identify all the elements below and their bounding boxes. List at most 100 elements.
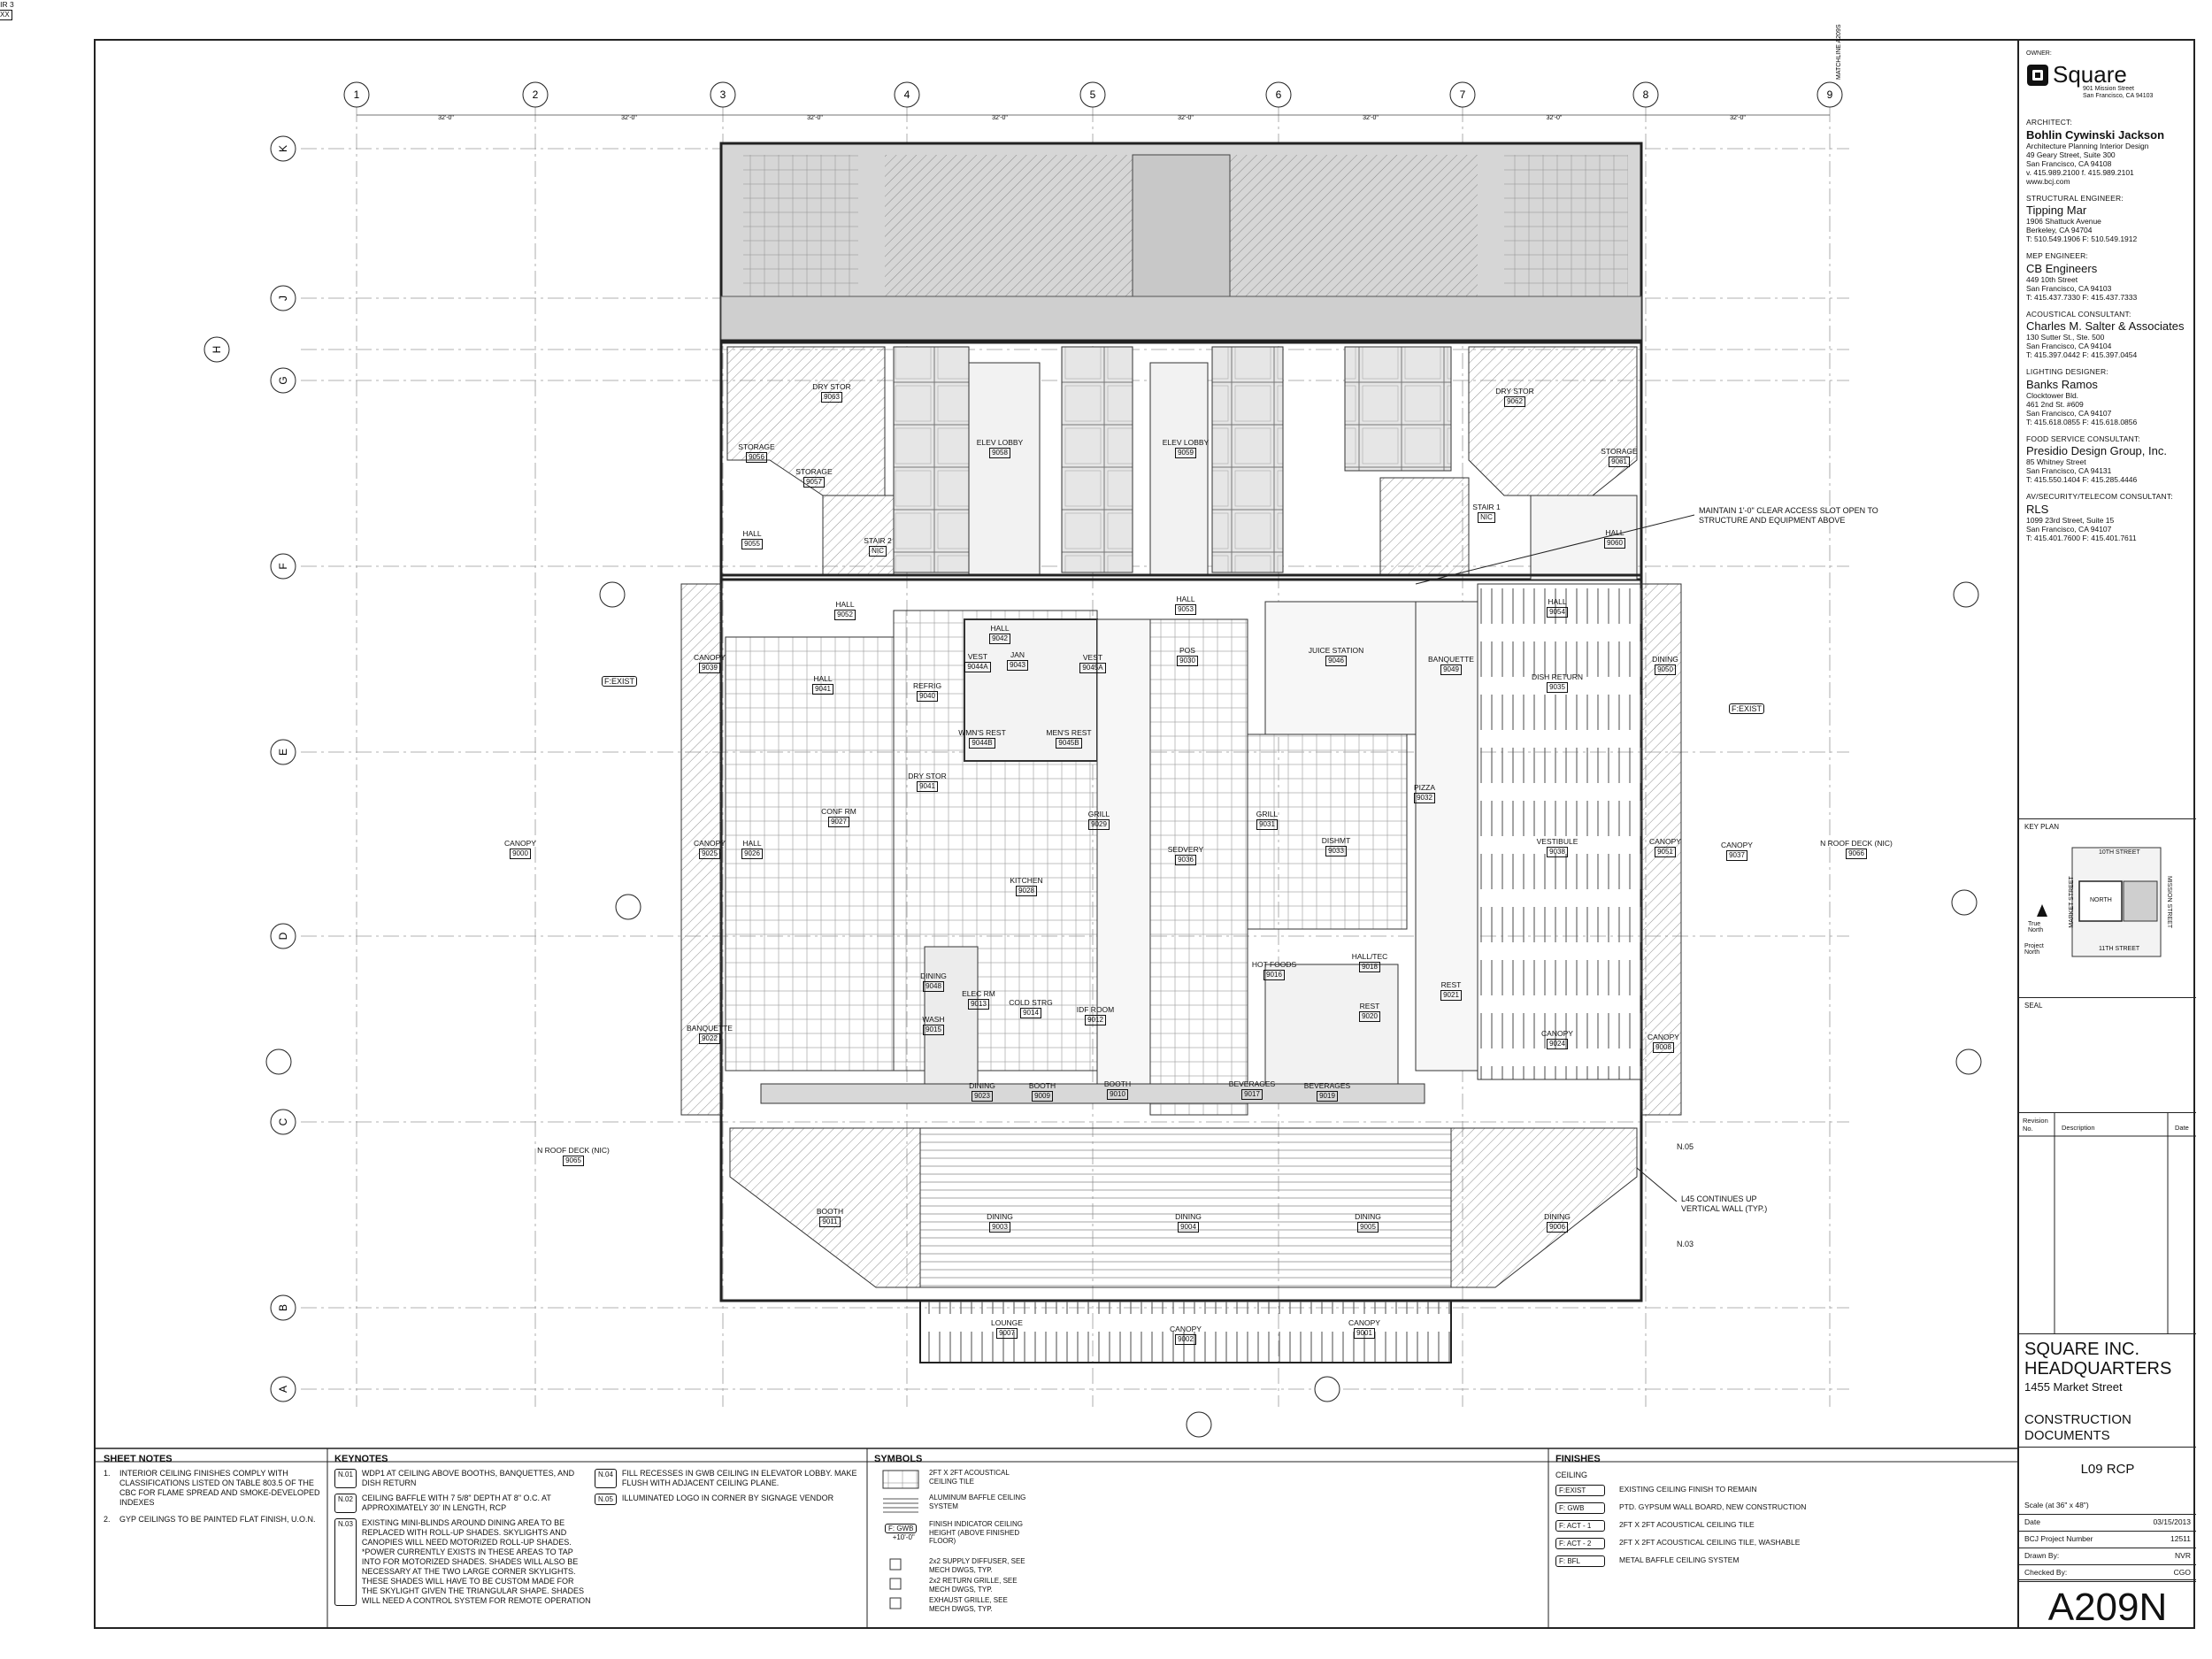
finishes-subtitle: CEILING — [1555, 1471, 1588, 1479]
room-name: ELEV LOBBY — [1162, 438, 1210, 447]
room-name: REST — [1440, 980, 1462, 989]
grid-bubble — [1632, 81, 1659, 108]
finish-tag: F: ACT - 1 — [1555, 1520, 1605, 1532]
consultant-detail: San Francisco, CA 94104 — [2026, 342, 2112, 350]
room-number: 9020 — [1359, 1011, 1380, 1022]
room-number: 9011 — [819, 1217, 841, 1227]
consultant-detail: T: 415.397.0442 F: 415.397.0454 — [2026, 350, 2138, 359]
key-plan: KEY PLAN 10TH STREET 11TH STREET MARKET … — [2019, 818, 2196, 996]
room-name: STORAGE — [795, 467, 833, 476]
consultant-detail: 1906 Shattuck Avenue — [2026, 217, 2101, 226]
grid-bubble — [270, 367, 296, 394]
finish-text: 2FT X 2FT ACOUSTICAL CEILING TILE, WASHA… — [1619, 1538, 1801, 1547]
consultant-detail: 1099 23rd Street, Suite 15 — [2026, 515, 2115, 525]
info-label: Checked By: — [2024, 1568, 2068, 1577]
room-name: CANOPY — [504, 839, 536, 848]
grid-bubble — [1265, 81, 1292, 108]
keynote-tag: N.01 — [334, 1469, 357, 1488]
true-north-label: True North — [2028, 921, 2044, 933]
project-block: SQUARE INC. HEADQUARTERS 1455 Market Str… — [2019, 1333, 2196, 1448]
consultant-role: AV/SECURITY/TELECOM CONSULTANT: — [2026, 492, 2173, 501]
symbol-item: ALUMINUM BAFFLE CEILING SYSTEM — [929, 1494, 1026, 1510]
grid-dimension: 32'-0" — [1178, 115, 1194, 121]
room-number: 9043 — [1007, 660, 1028, 671]
info-label: Date — [2024, 1517, 2040, 1526]
consultant-detail: San Francisco, CA 94107 — [2026, 524, 2112, 534]
consultant-detail: 449 10th Street — [2026, 274, 2078, 284]
consultant-name: Tipping Mar — [2026, 204, 2087, 217]
grid-bubble — [270, 1376, 296, 1402]
room-number: 9044A — [964, 662, 991, 672]
room-name: WASH — [922, 1015, 945, 1024]
room-name: STAIR 2 — [864, 536, 892, 545]
info-value: 12511 — [2170, 1534, 2191, 1543]
room-name: STAIR 3 — [0, 0, 14, 9]
consultant-role: ACOUSTICAL CONSULTANT: — [2026, 309, 2131, 319]
revision-header: Date — [2175, 1124, 2189, 1132]
consultant-role: FOOD SERVICE CONSULTANT: — [2026, 434, 2141, 443]
room-name: CANOPY — [1721, 841, 1753, 849]
room-name: MEN'S REST — [1046, 728, 1092, 737]
grid-dimension: 32'-0" — [1547, 115, 1563, 121]
room-number: 9035 — [1547, 682, 1568, 693]
grid-bubble — [270, 1109, 296, 1135]
room-name: BOOTH — [1103, 1079, 1132, 1088]
finish-tag: F:EXIST — [1555, 1485, 1605, 1496]
finish-text: METAL BAFFLE CEILING SYSTEM — [1619, 1555, 1740, 1564]
room-name: REST — [1359, 1002, 1380, 1010]
grid-row-label: J — [277, 296, 289, 301]
room-name: CANOPY — [694, 653, 726, 662]
room-name: DINING — [987, 1212, 1013, 1221]
seal-label: SEAL — [2024, 1002, 2043, 1010]
room-number: 9030 — [1177, 656, 1198, 666]
n03-tag: N.03 — [1677, 1240, 1694, 1248]
room-number: 9060 — [1604, 538, 1625, 549]
grid-bubble — [270, 285, 296, 311]
consultant-detail: T: 415.550.1404 F: 415.285.4446 — [2026, 475, 2138, 484]
sheet-note: 1.INTERIOR CEILING FINISHES COMPLY WITH … — [104, 1469, 320, 1508]
room-number: 9010 — [1107, 1089, 1128, 1100]
grid-dimension: 32'-0" — [992, 115, 1008, 121]
room-name: N ROOF DECK (NIC) — [537, 1146, 610, 1155]
room-number: 9027 — [828, 817, 849, 827]
room-name: CONF RM — [821, 807, 856, 816]
n05-tag: N.05 — [1677, 1142, 1694, 1151]
grid-dimension: 32'-0" — [1730, 115, 1746, 121]
grid-row-label: F — [277, 563, 289, 569]
room-name: HALL — [742, 839, 762, 848]
room-name: ELEV LOBBY — [976, 438, 1024, 447]
owner-logo-text: Square — [2053, 61, 2127, 88]
room-number: 9025 — [699, 849, 720, 859]
room-name: DINING — [920, 972, 947, 980]
room-name: PIZZA — [1413, 783, 1436, 792]
consultant-role: ARCHITECT: — [2026, 118, 2073, 127]
room-number: 9048 — [923, 981, 944, 992]
consultant-name: Banks Ramos — [2026, 377, 2098, 391]
grid-col-label: 6 — [1276, 88, 1282, 101]
room-name: CANOPY — [1647, 1033, 1679, 1041]
indicator-height: +10'-0" — [892, 1533, 915, 1541]
room-name: VEST — [967, 652, 988, 661]
